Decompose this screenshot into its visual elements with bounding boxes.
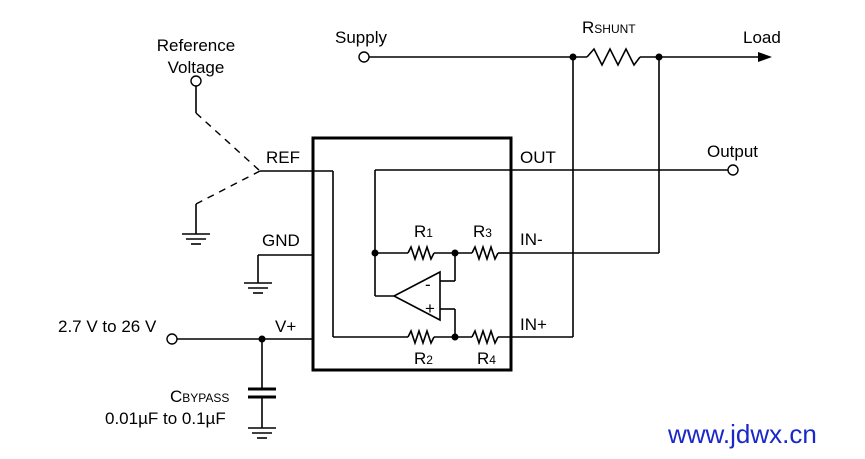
reference-voltage-label-2: Voltage — [168, 58, 225, 77]
cbypass-label: CBYPASS — [170, 387, 229, 406]
opamp-plus-label: + — [425, 299, 435, 318]
r1-resistor — [407, 244, 435, 262]
r2-resistor — [407, 328, 435, 346]
supply-label: Supply — [335, 28, 387, 47]
output-terminal — [727, 164, 739, 176]
pin-ref-label: REF — [266, 148, 300, 167]
supply-rail — [368, 47, 772, 67]
opamp-minus-label: - — [425, 275, 431, 294]
r1-label: R1 — [414, 222, 433, 241]
load-arrow-icon — [758, 52, 772, 62]
r2-label: R2 — [414, 349, 433, 368]
watermark: www.jdwx.cn — [667, 419, 817, 449]
vplus-terminal — [166, 333, 178, 345]
pin-gnd-label: GND — [262, 231, 300, 250]
supply-terminal — [358, 51, 370, 63]
ground-icon — [248, 427, 276, 439]
bypass-capacitor — [248, 387, 276, 399]
load-label: Load — [743, 28, 781, 47]
reference-voltage-terminal — [190, 75, 202, 87]
op-amp — [392, 270, 441, 322]
reference-voltage-label-1: Reference — [157, 36, 235, 55]
output-label: Output — [707, 142, 758, 161]
cbypass-range-label: 0.01µF to 0.1µF — [105, 409, 226, 428]
r3-resistor — [471, 244, 499, 262]
rshunt-label: RSHUNT — [582, 18, 636, 37]
r4-resistor — [471, 328, 499, 346]
rshunt-resistor — [586, 47, 641, 67]
pin-in-minus-label: IN- — [520, 230, 543, 249]
supply-range-label: 2.7 V to 26 V — [58, 317, 157, 336]
pin-in-plus-label: IN+ — [520, 315, 547, 334]
r4-label: R4 — [477, 349, 496, 368]
ic-package — [311, 136, 513, 372]
pin-vplus-label: V+ — [275, 317, 296, 336]
ground-icon — [182, 233, 210, 245]
pin-out-label: OUT — [520, 148, 556, 167]
ground-icon — [244, 282, 272, 294]
r3-label: R3 — [473, 222, 492, 241]
